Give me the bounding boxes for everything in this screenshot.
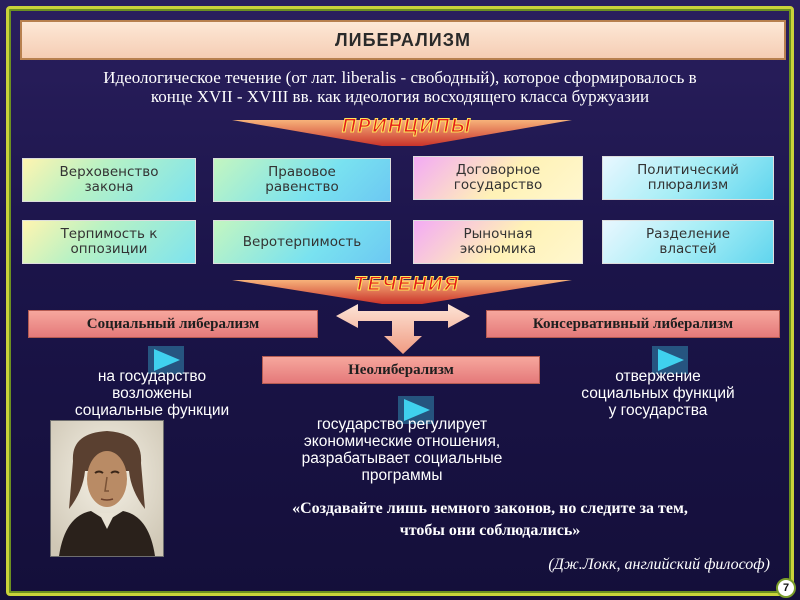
description-line: социальных функций <box>581 385 735 402</box>
current-social-liberalism: Социальный либерализм <box>28 310 318 338</box>
principle-line: Терпимость к <box>60 226 158 242</box>
description-line: отвержение <box>615 368 701 385</box>
description-line: разрабатывает социальные <box>301 450 503 467</box>
principle-line: Политический <box>637 162 739 178</box>
slide-title: ЛИБЕРАЛИЗМ <box>335 29 471 50</box>
slide-frame <box>6 6 794 596</box>
description-line: государство регулирует <box>316 416 488 433</box>
title-bar: ЛИБЕРАЛИЗМ <box>20 20 786 60</box>
principle-line: Разделение <box>645 226 731 242</box>
description-line: возложены <box>112 385 192 402</box>
social-description: на государство возложены социальные функ… <box>42 368 262 419</box>
principle-line: плюрализм <box>647 177 729 193</box>
principle-line: Рыночная <box>463 226 533 242</box>
currents-banner: ТЕЧЕНИЯ <box>232 274 572 310</box>
definition-text: Идеологическое течение (от лат. liberali… <box>50 68 750 106</box>
description-line: у государства <box>608 402 708 419</box>
principle-line: Правовое <box>268 164 336 180</box>
description-line: на государство <box>97 368 207 385</box>
quote-line: чтобы они соблюдались» <box>399 522 581 539</box>
definition-line-2: конце XVII - XVIII вв. как идеология вос… <box>150 87 650 106</box>
current-conservative-liberalism: Консервативный либерализм <box>486 310 780 338</box>
play-icon <box>148 346 184 374</box>
play-icon <box>398 396 434 424</box>
principles-arrow-icon <box>232 120 572 146</box>
description-line: социальные функции <box>74 402 230 419</box>
principle-line: Веротерпимость <box>242 233 362 250</box>
principle-line: властей <box>659 241 717 257</box>
quote-author: (Дж.Локк, английский философ) <box>548 556 770 573</box>
current-neoliberalism: Неолиберализм <box>262 356 540 384</box>
description-line: экономические отношения, <box>303 433 501 450</box>
currents-arrow-icon <box>232 280 572 304</box>
principles-banner-text: ПРИНЦИПЫ <box>342 116 472 138</box>
principle-line: равенство <box>265 179 339 195</box>
locke-portrait <box>50 420 164 557</box>
quote-line: «Создавайте лишь немного законов, но сле… <box>292 500 688 517</box>
page-number-badge: 7 <box>776 578 796 598</box>
principle-line: Верховенство <box>59 164 159 180</box>
principle-line: экономика <box>459 241 537 257</box>
locke-quote: «Создавайте лишь немного законов, но сле… <box>220 498 760 542</box>
play-icon <box>652 346 688 374</box>
branch-arrows-icon <box>336 302 470 359</box>
principles-banner: ПРИНЦИПЫ <box>232 112 572 152</box>
principle-line: оппозиции <box>70 241 148 257</box>
definition-line-1: Идеологическое течение (от лат. liberali… <box>103 68 697 87</box>
conservative-description: отвержение социальных функций у государс… <box>548 368 768 419</box>
currents-banner-text: ТЕЧЕНИЯ <box>354 274 460 296</box>
principle-line: закона <box>84 179 134 195</box>
principle-line: Договорное <box>455 162 541 178</box>
neo-description: государство регулирует экономические отн… <box>272 416 532 484</box>
principle-line: государство <box>453 177 543 193</box>
principle-religious-tolerance: Веротерпимость <box>213 220 391 264</box>
description-line: программы <box>361 467 443 484</box>
